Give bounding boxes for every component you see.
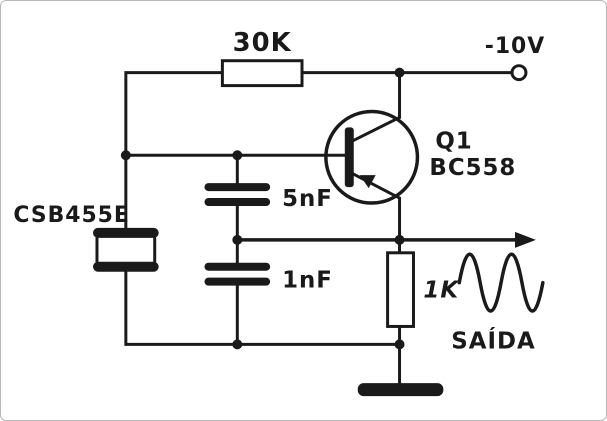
transistor-ref-label: Q1 <box>435 128 472 154</box>
transistor-pnp-arrow-icon <box>359 175 376 189</box>
capacitor-5nf-label: 5nF <box>282 186 333 212</box>
capacitor-5nf-plate-bottom <box>204 198 271 207</box>
transistor-part-label: BC558 <box>429 155 516 181</box>
output-label: SAÍDA <box>451 326 535 354</box>
junction-dot <box>394 234 405 245</box>
capacitor-5nf-plate-top <box>204 183 271 192</box>
junction-dot <box>394 67 405 78</box>
ground-icon <box>357 383 444 397</box>
transistor-emitter-lead <box>350 171 402 200</box>
resonator-label: CSB455E <box>13 203 129 228</box>
junction-dot <box>232 234 243 245</box>
supply-terminal-icon <box>510 64 528 82</box>
junction-dot <box>232 150 243 161</box>
output-arrowhead-icon <box>514 231 536 248</box>
junction-dot <box>394 339 405 350</box>
junction-dot <box>232 339 243 350</box>
wire-top-left <box>124 71 224 157</box>
resistor-1k-label: 1K <box>423 278 460 304</box>
junction-dot <box>120 150 131 161</box>
wire-bottom <box>124 270 402 346</box>
resistor-30k <box>220 59 304 88</box>
supply-label: -10V <box>485 34 545 59</box>
resistor-1k <box>386 251 415 328</box>
sine-wave-icon <box>457 252 545 313</box>
capacitor-1nf-plate-top <box>204 262 271 271</box>
capacitor-1nf-plate-bottom <box>204 277 271 286</box>
resonator-plate-bottom <box>93 261 159 272</box>
resistor-30k-label: 30K <box>233 28 292 58</box>
resonator-plate-top <box>93 227 159 238</box>
capacitor-1nf-label: 1nF <box>282 268 333 294</box>
transistor-body-icon <box>324 109 420 205</box>
transistor-base-bar <box>344 127 354 188</box>
transistor-collector-lead <box>350 115 402 143</box>
